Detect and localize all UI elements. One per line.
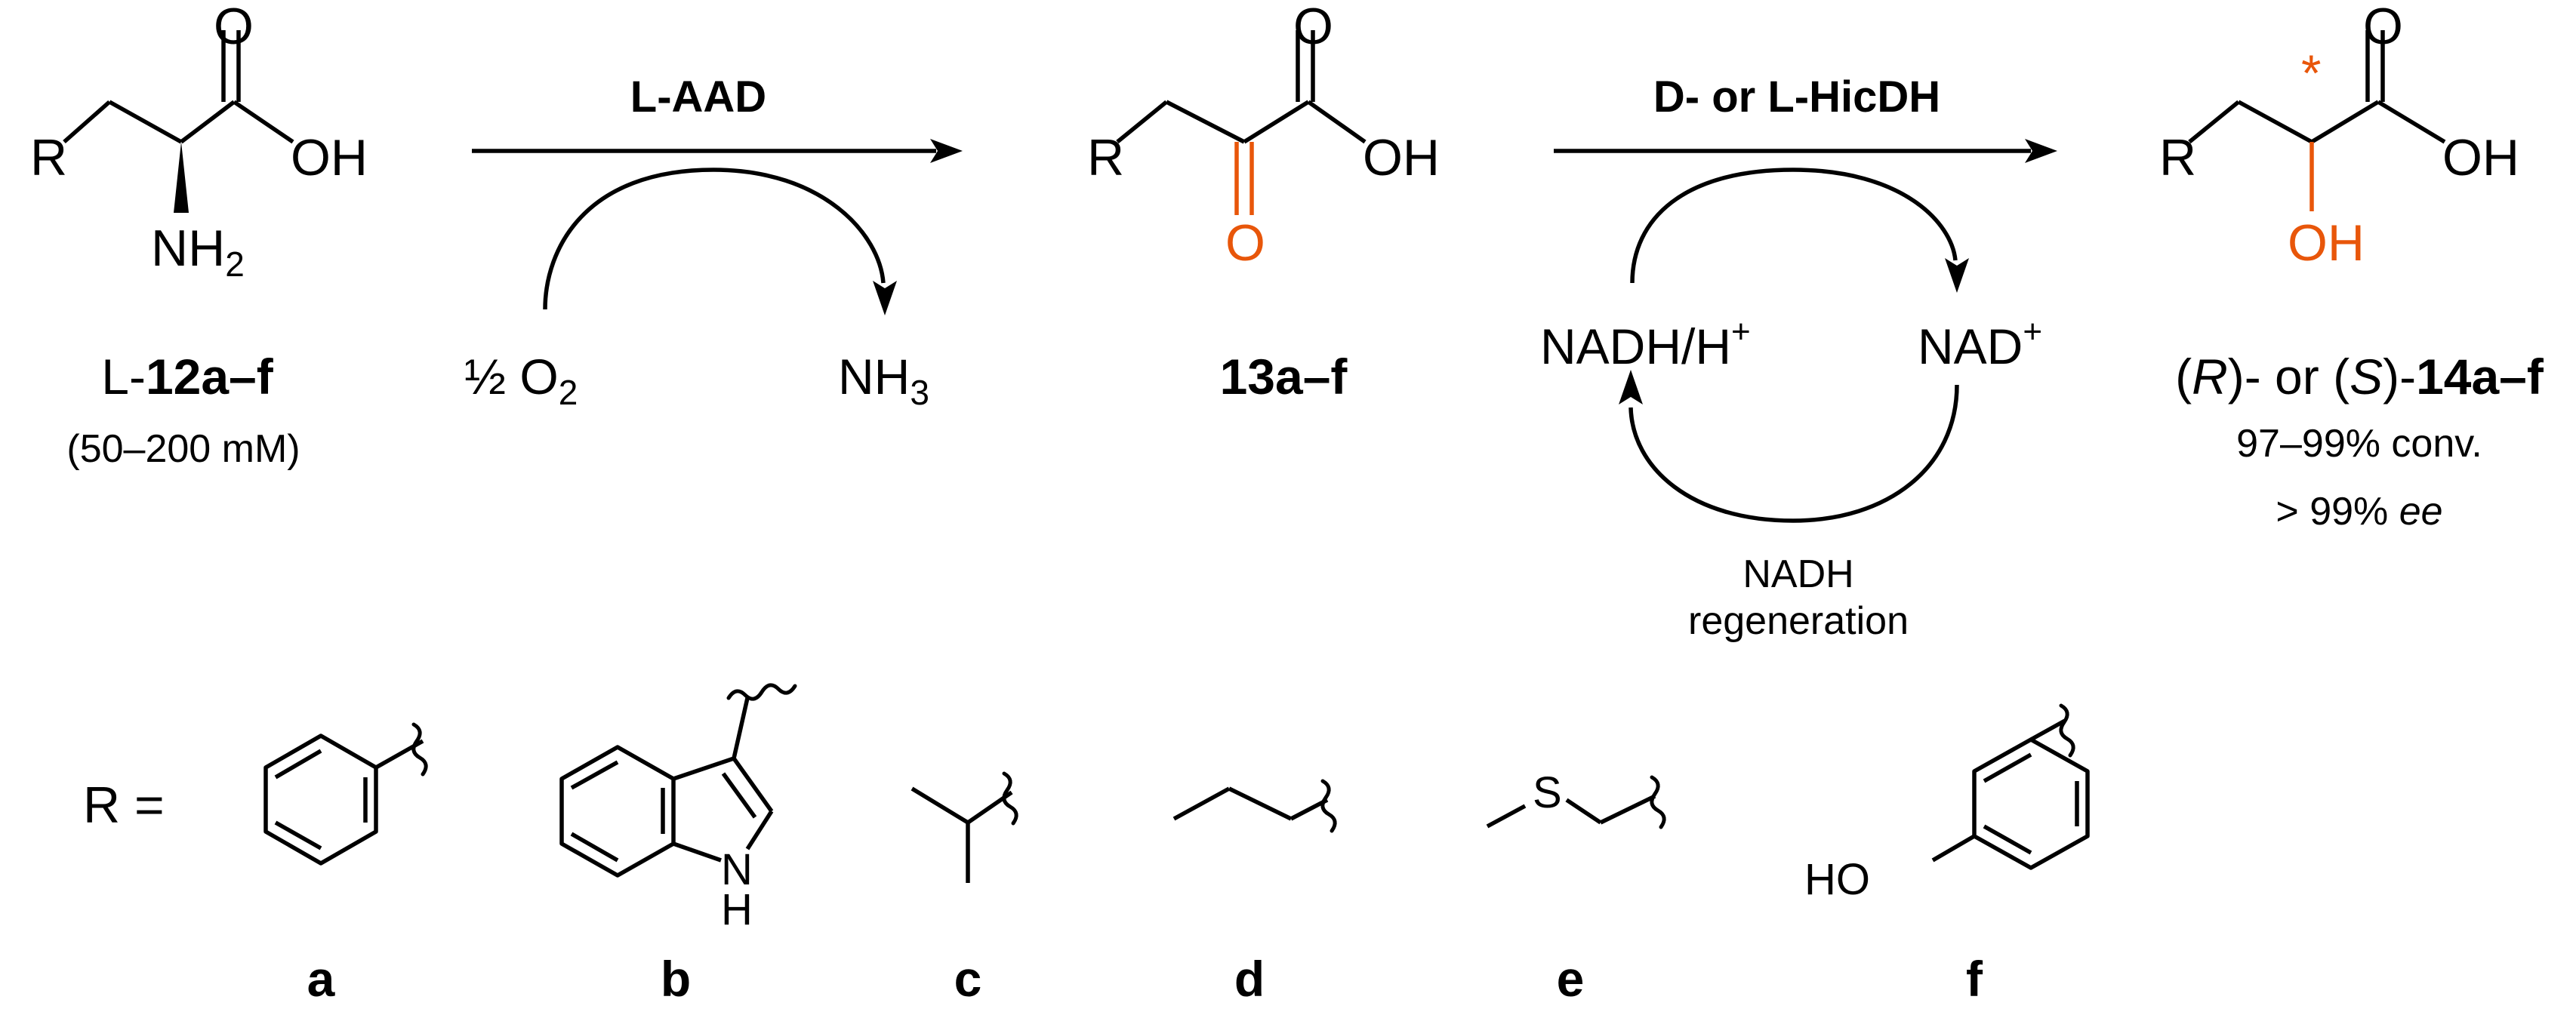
atom-ho: HO — [1804, 855, 1870, 904]
substituent-label-e: e — [1557, 951, 1585, 1007]
substituent-label-c: c — [954, 951, 982, 1007]
reaction-1-arrow — [472, 139, 963, 163]
atom-r: R — [30, 129, 67, 186]
atom-nh2: NH2 — [151, 220, 245, 284]
substituent-label-b: b — [661, 951, 691, 1007]
stereocenter-star: * — [2301, 45, 2321, 102]
substituent-d-propyl — [1172, 779, 1337, 833]
substituent-b-indolyl: N H — [559, 683, 797, 934]
substituent-f-hydroxyphenyl: HO — [1804, 703, 2090, 904]
cofactor-cycle-bottom-arrow — [1619, 370, 1959, 523]
atom-n: N — [721, 845, 753, 894]
cosubstrate-curved-arrow — [543, 168, 897, 315]
substituent-c-isopropyl — [911, 771, 1018, 883]
atom-oh: OH — [291, 129, 368, 186]
atom-carbonyl-o: O — [214, 0, 254, 55]
regeneration-label-line2: regeneration — [1688, 599, 1909, 643]
substituent-e-methylthioethyl: S — [1486, 768, 1666, 829]
cofactor-nad: NAD+ — [1918, 313, 2042, 374]
atom-carbonyl-o: O — [2363, 0, 2403, 55]
enzyme-l-aad: L-AAD — [630, 72, 766, 121]
atom-h: H — [721, 885, 753, 934]
substituent-label-a: a — [307, 951, 336, 1007]
regeneration-label-line1: NADH — [1742, 552, 1853, 596]
atom-carbonyl-o: O — [1293, 0, 1333, 55]
reaction-2-arrow — [1554, 139, 2057, 163]
compound-12-label: L-12a–f — [101, 349, 274, 404]
atom-r: R — [2159, 129, 2196, 186]
cofactor-nadh: NADH/H+ — [1540, 313, 1751, 374]
compound-14-structure: R O OH OH * — [2159, 0, 2519, 272]
compound-13-label: 13a–f — [1220, 349, 1348, 404]
compound-14-label: (R)- or (S)-14a–f — [2175, 349, 2544, 404]
cofactor-cycle-top-arrow — [1630, 168, 1969, 293]
wedge-bond — [174, 142, 189, 213]
byproduct-nh3: NH3 — [838, 349, 929, 412]
compound-13-structure: R O OH O — [1087, 0, 1440, 272]
atom-s: S — [1533, 768, 1562, 817]
compound-14-conversion: 97–99% conv. — [2236, 422, 2482, 466]
substituent-label-f: f — [1966, 951, 1983, 1007]
atom-oh: OH — [1363, 129, 1440, 186]
compound-12-structure: R O OH NH2 — [30, 0, 368, 284]
compound-14-ee: > 99% ee — [2276, 490, 2442, 534]
atom-hydroxy-oh: OH — [2288, 214, 2365, 272]
enzyme-hicdh: D- or L-HicDH — [1653, 72, 1940, 121]
compound-12-concentration: (50–200 mM) — [66, 427, 300, 471]
substituent-label-d: d — [1234, 951, 1265, 1007]
co-substrate-o2: ½ O2 — [464, 349, 578, 412]
atom-r: R — [1087, 129, 1124, 186]
substituent-a-phenyl — [263, 722, 428, 866]
r-equals-label: R = — [83, 777, 165, 834]
atom-oh: OH — [2442, 129, 2519, 186]
atom-keto-o: O — [1225, 214, 1265, 272]
